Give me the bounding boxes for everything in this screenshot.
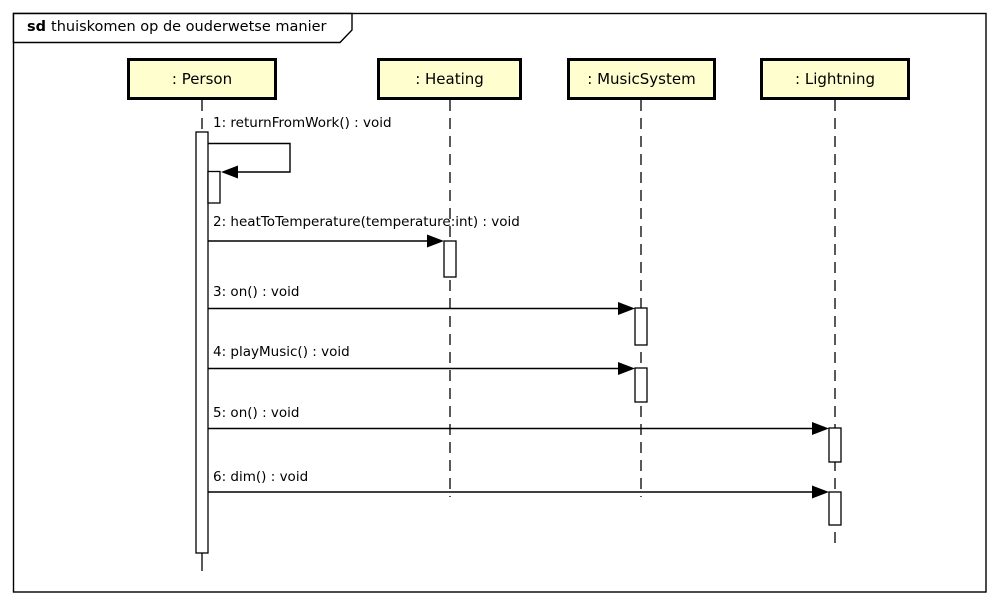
message-5-label: 5: on() : void [213, 405, 300, 421]
message-1-arrowhead-icon [221, 165, 238, 179]
message-2-label: 2: heatToTemperature(temperature:int) : … [213, 214, 520, 230]
activation-heating-1 [443, 240, 457, 278]
message-4-label: 4: playMusic() : void [213, 344, 350, 360]
participant-person: : Person [127, 58, 277, 100]
participant-music-system: : MusicSystem [567, 58, 716, 100]
message-4-arrowhead-icon [618, 362, 635, 375]
message-6-label: 6: dim() : void [213, 469, 309, 485]
activation-person-main [195, 131, 209, 554]
participant-person-label: : Person [171, 70, 233, 88]
message-3-label: 3: on() : void [213, 284, 300, 300]
activation-person-nested [207, 170, 221, 204]
participant-music-system-label: : MusicSystem [587, 70, 696, 88]
message-1-label: 1: returnFromWork() : void [213, 115, 392, 131]
activation-music-system-2 [634, 367, 648, 403]
diagram-title-text: thuiskomen op de ouderwetse manier [51, 19, 327, 35]
activation-music-system-1 [634, 307, 648, 346]
message-2-arrowhead-icon [427, 234, 444, 248]
frame-border [12, 12, 987, 593]
message-3-arrowhead-icon [618, 302, 635, 315]
diagram-keyword: sd [27, 19, 47, 35]
activation-lightning-2 [828, 491, 842, 526]
participant-heating-label: : Heating [415, 70, 484, 88]
participant-lightning-label: : Lightning [795, 70, 875, 88]
title-tab [12, 12, 353, 44]
participant-lightning: : Lightning [760, 58, 910, 100]
activation-lightning-1 [828, 427, 842, 463]
participant-heating: : Heating [377, 58, 522, 100]
message-1-self-line [208, 142, 291, 173]
message-6-arrowhead-icon [812, 485, 829, 499]
message-5-arrowhead-icon [812, 422, 829, 435]
